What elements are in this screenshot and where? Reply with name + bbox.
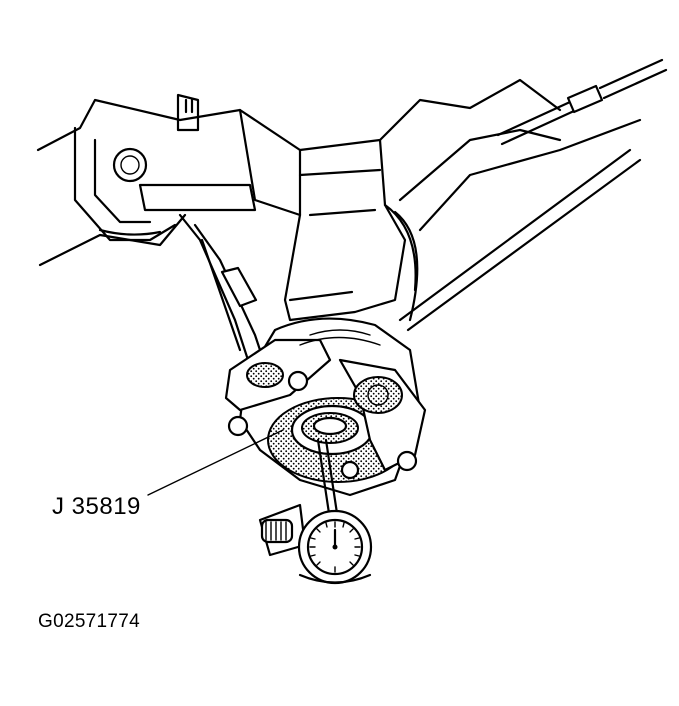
mount-bolt — [112, 147, 148, 183]
dial-indicator — [258, 438, 373, 585]
suspension-arm — [178, 213, 267, 367]
callout-leader-line — [147, 429, 284, 496]
tool-callout-label: J 35819 — [52, 493, 141, 520]
axle-yoke-flange — [224, 317, 427, 497]
drive-shaft-line — [398, 148, 642, 332]
differential-housing — [283, 118, 642, 322]
figure-id: G02571774 — [38, 611, 141, 632]
pry-bar-handle — [496, 58, 668, 146]
